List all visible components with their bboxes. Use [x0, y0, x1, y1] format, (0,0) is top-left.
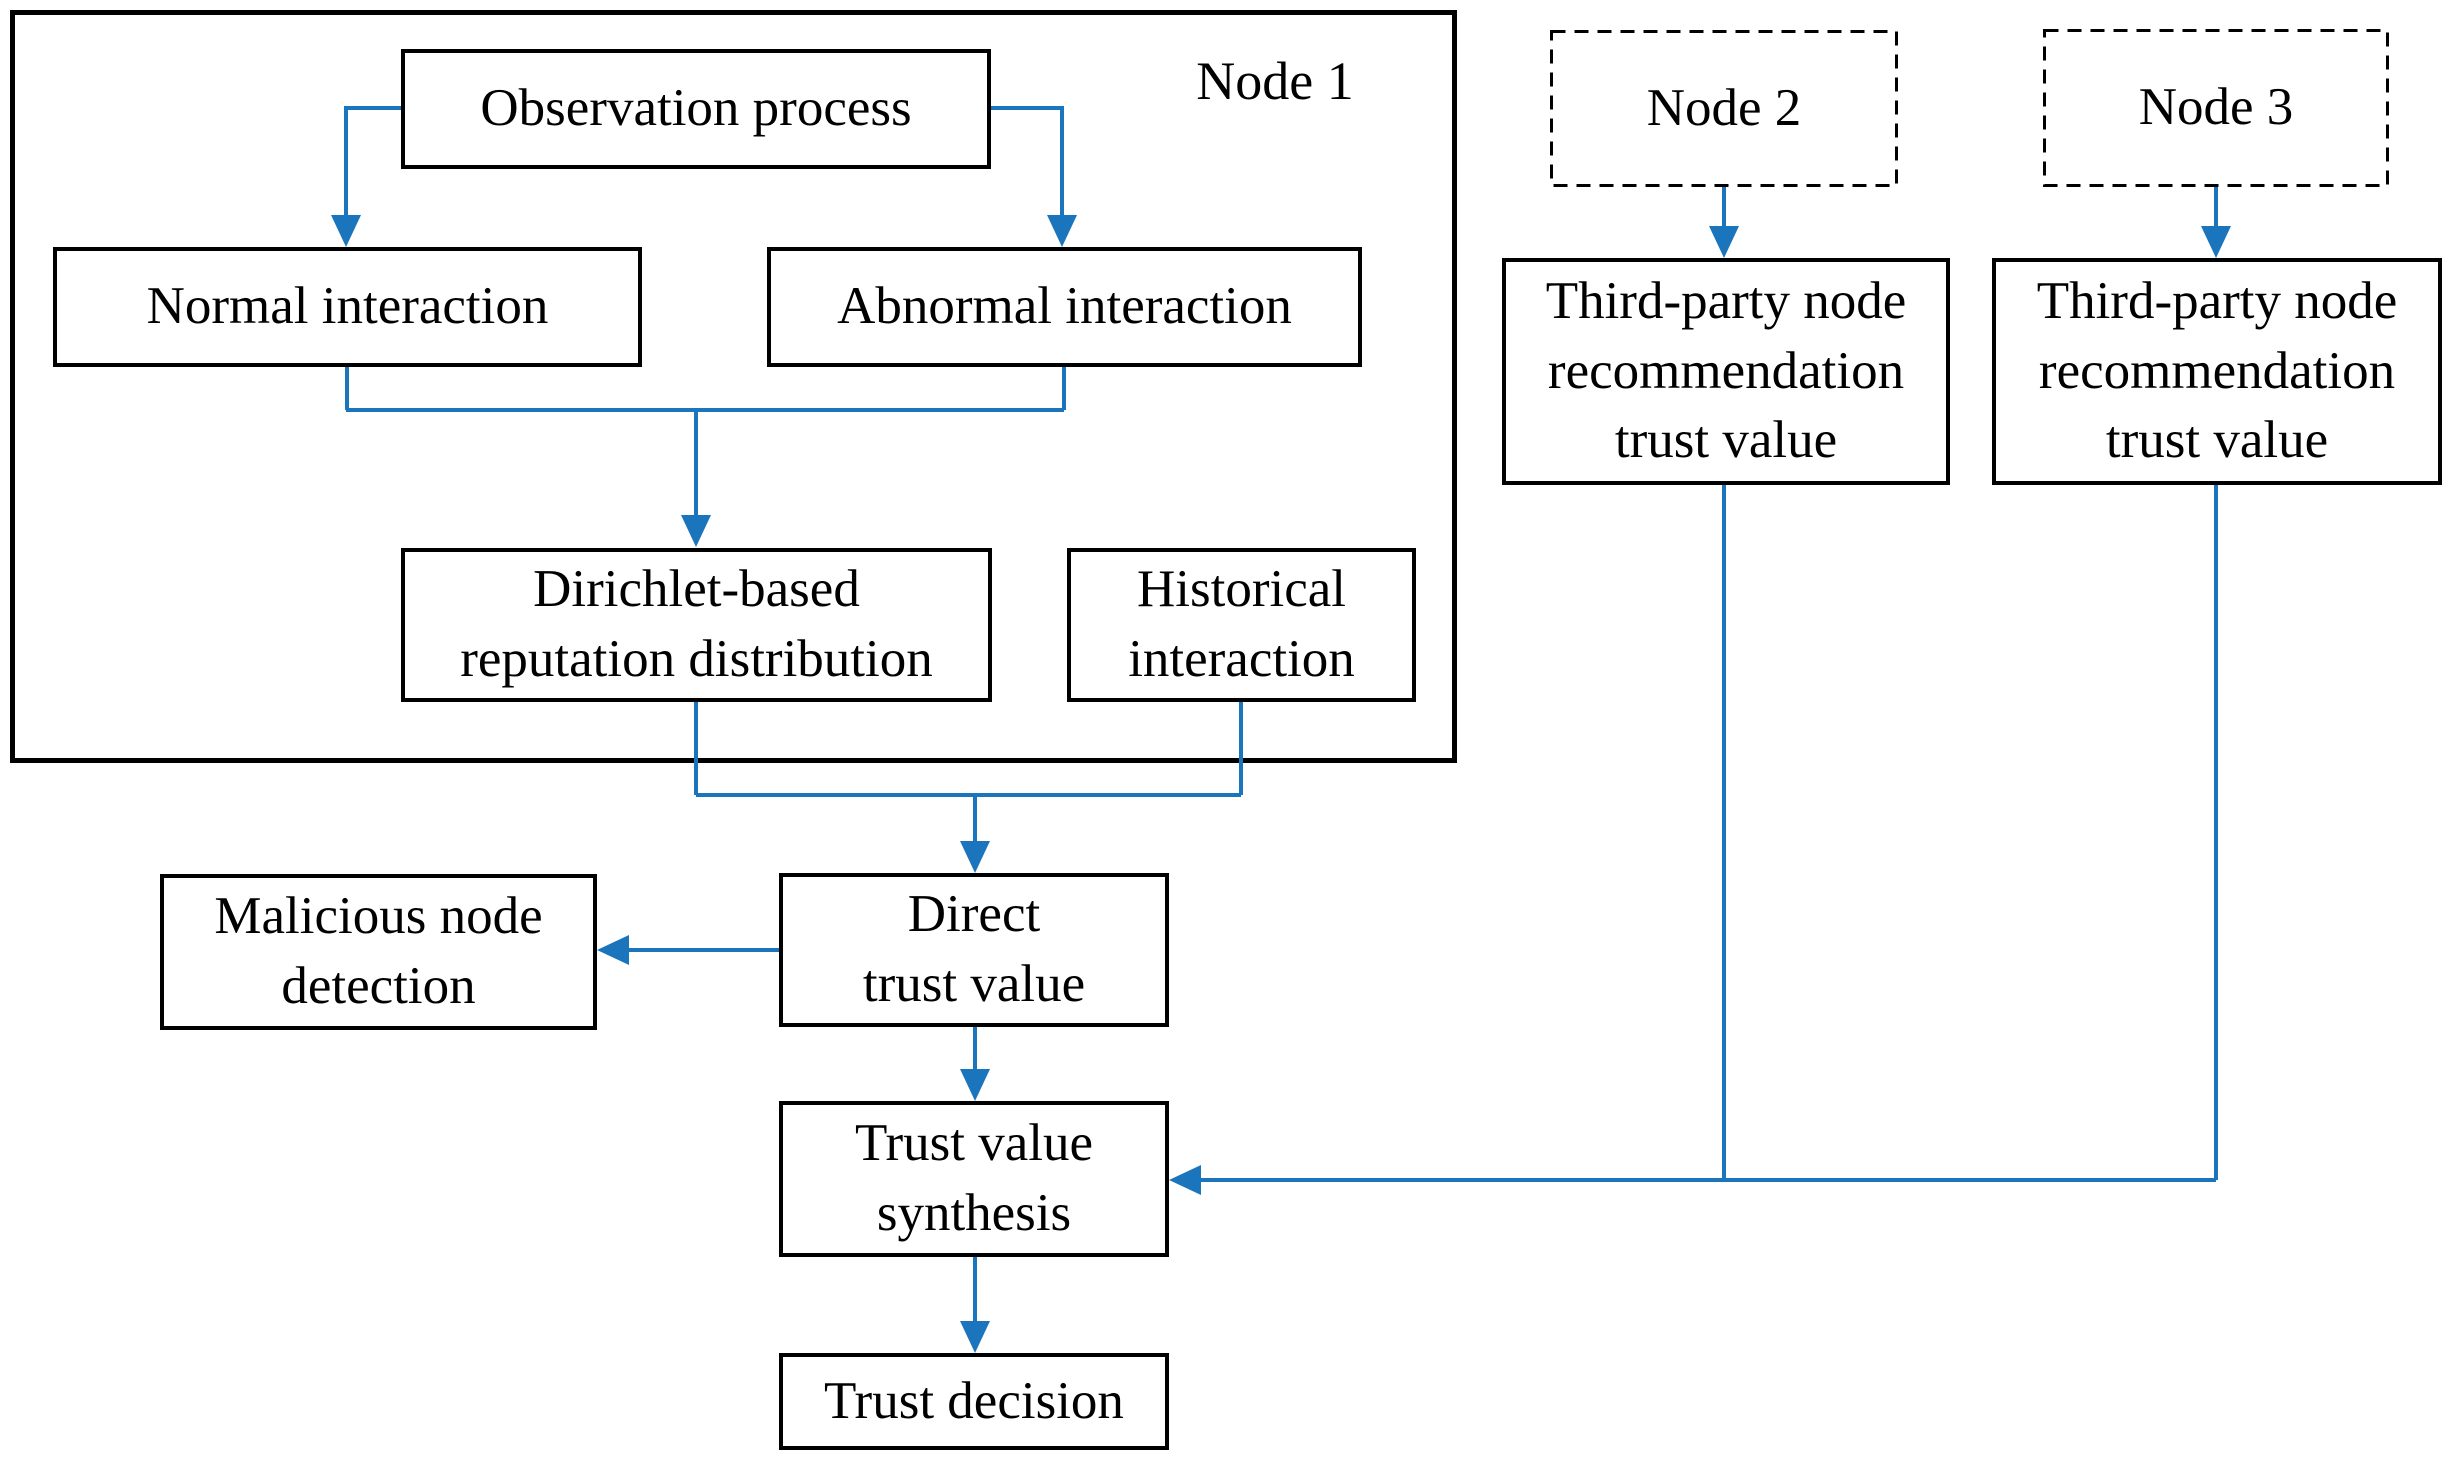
box-node3-recommendation-trust-value: Third-party node recommendation trust va…: [1992, 258, 2442, 485]
arrow-node3-to-recommendation: [2201, 187, 2231, 258]
arrow-synthesis-to-decision: [960, 1257, 990, 1353]
box-historical-interaction: Historical interaction: [1067, 548, 1416, 702]
box-node3: Node 3: [2043, 29, 2389, 187]
box-label-line: Third-party node: [2036, 271, 2398, 330]
box-label-line: reputation distribution: [460, 630, 933, 688]
box-label-line: Direct: [907, 885, 1041, 944]
arrow-direct-to-malicious: [597, 935, 779, 965]
box-trust-value-synthesis: Trust value synthesis: [779, 1101, 1169, 1257]
box-label-line: trust value: [862, 955, 1086, 1013]
box-label-line: Dirichlet-based: [533, 560, 860, 619]
arrow-direct-to-synthesis: [960, 1027, 990, 1101]
box-label-line: detection: [281, 957, 476, 1015]
box-label: Node 3: [2138, 78, 2294, 137]
box-malicious-node-detection: Malicious node detection: [160, 874, 597, 1030]
box-label-line: synthesis: [876, 1184, 1072, 1242]
box-label: Abnormal interaction: [837, 277, 1292, 336]
box-label-line: Historical: [1137, 560, 1346, 619]
node1-boundary: [10, 10, 1457, 763]
box-label: Node 2: [1646, 78, 1802, 137]
box-label: Trust decision: [824, 1371, 1124, 1430]
box-label-line: Malicious node: [214, 887, 543, 946]
box-observation-process: Observation process: [401, 49, 991, 169]
box-direct-trust-value: Direct trust value: [779, 873, 1169, 1027]
box-label-line: trust value: [2105, 411, 2329, 470]
node1-label: Node 1: [1196, 51, 1354, 111]
box-normal-interaction: Normal interaction: [53, 247, 642, 367]
box-label-line: Trust value: [854, 1114, 1094, 1173]
box-label-line: recommendation: [2038, 341, 2396, 400]
box-label: Normal interaction: [146, 277, 549, 336]
box-dirichlet-reputation-distribution: Dirichlet-based reputation distribution: [401, 548, 992, 702]
arrow-node2-to-recommendation: [1709, 187, 1739, 258]
box-node2-recommendation-trust-value: Third-party node recommendation trust va…: [1502, 258, 1950, 485]
box-trust-decision: Trust decision: [779, 1353, 1169, 1450]
box-label: Observation process: [480, 79, 912, 138]
box-label-line: interaction: [1128, 630, 1355, 688]
box-label-line: trust value: [1614, 411, 1838, 470]
box-abnormal-interaction: Abnormal interaction: [767, 247, 1362, 367]
box-node2: Node 2: [1550, 30, 1898, 187]
box-label-line: Third-party node: [1545, 271, 1907, 330]
box-label-line: recommendation: [1547, 341, 1905, 400]
